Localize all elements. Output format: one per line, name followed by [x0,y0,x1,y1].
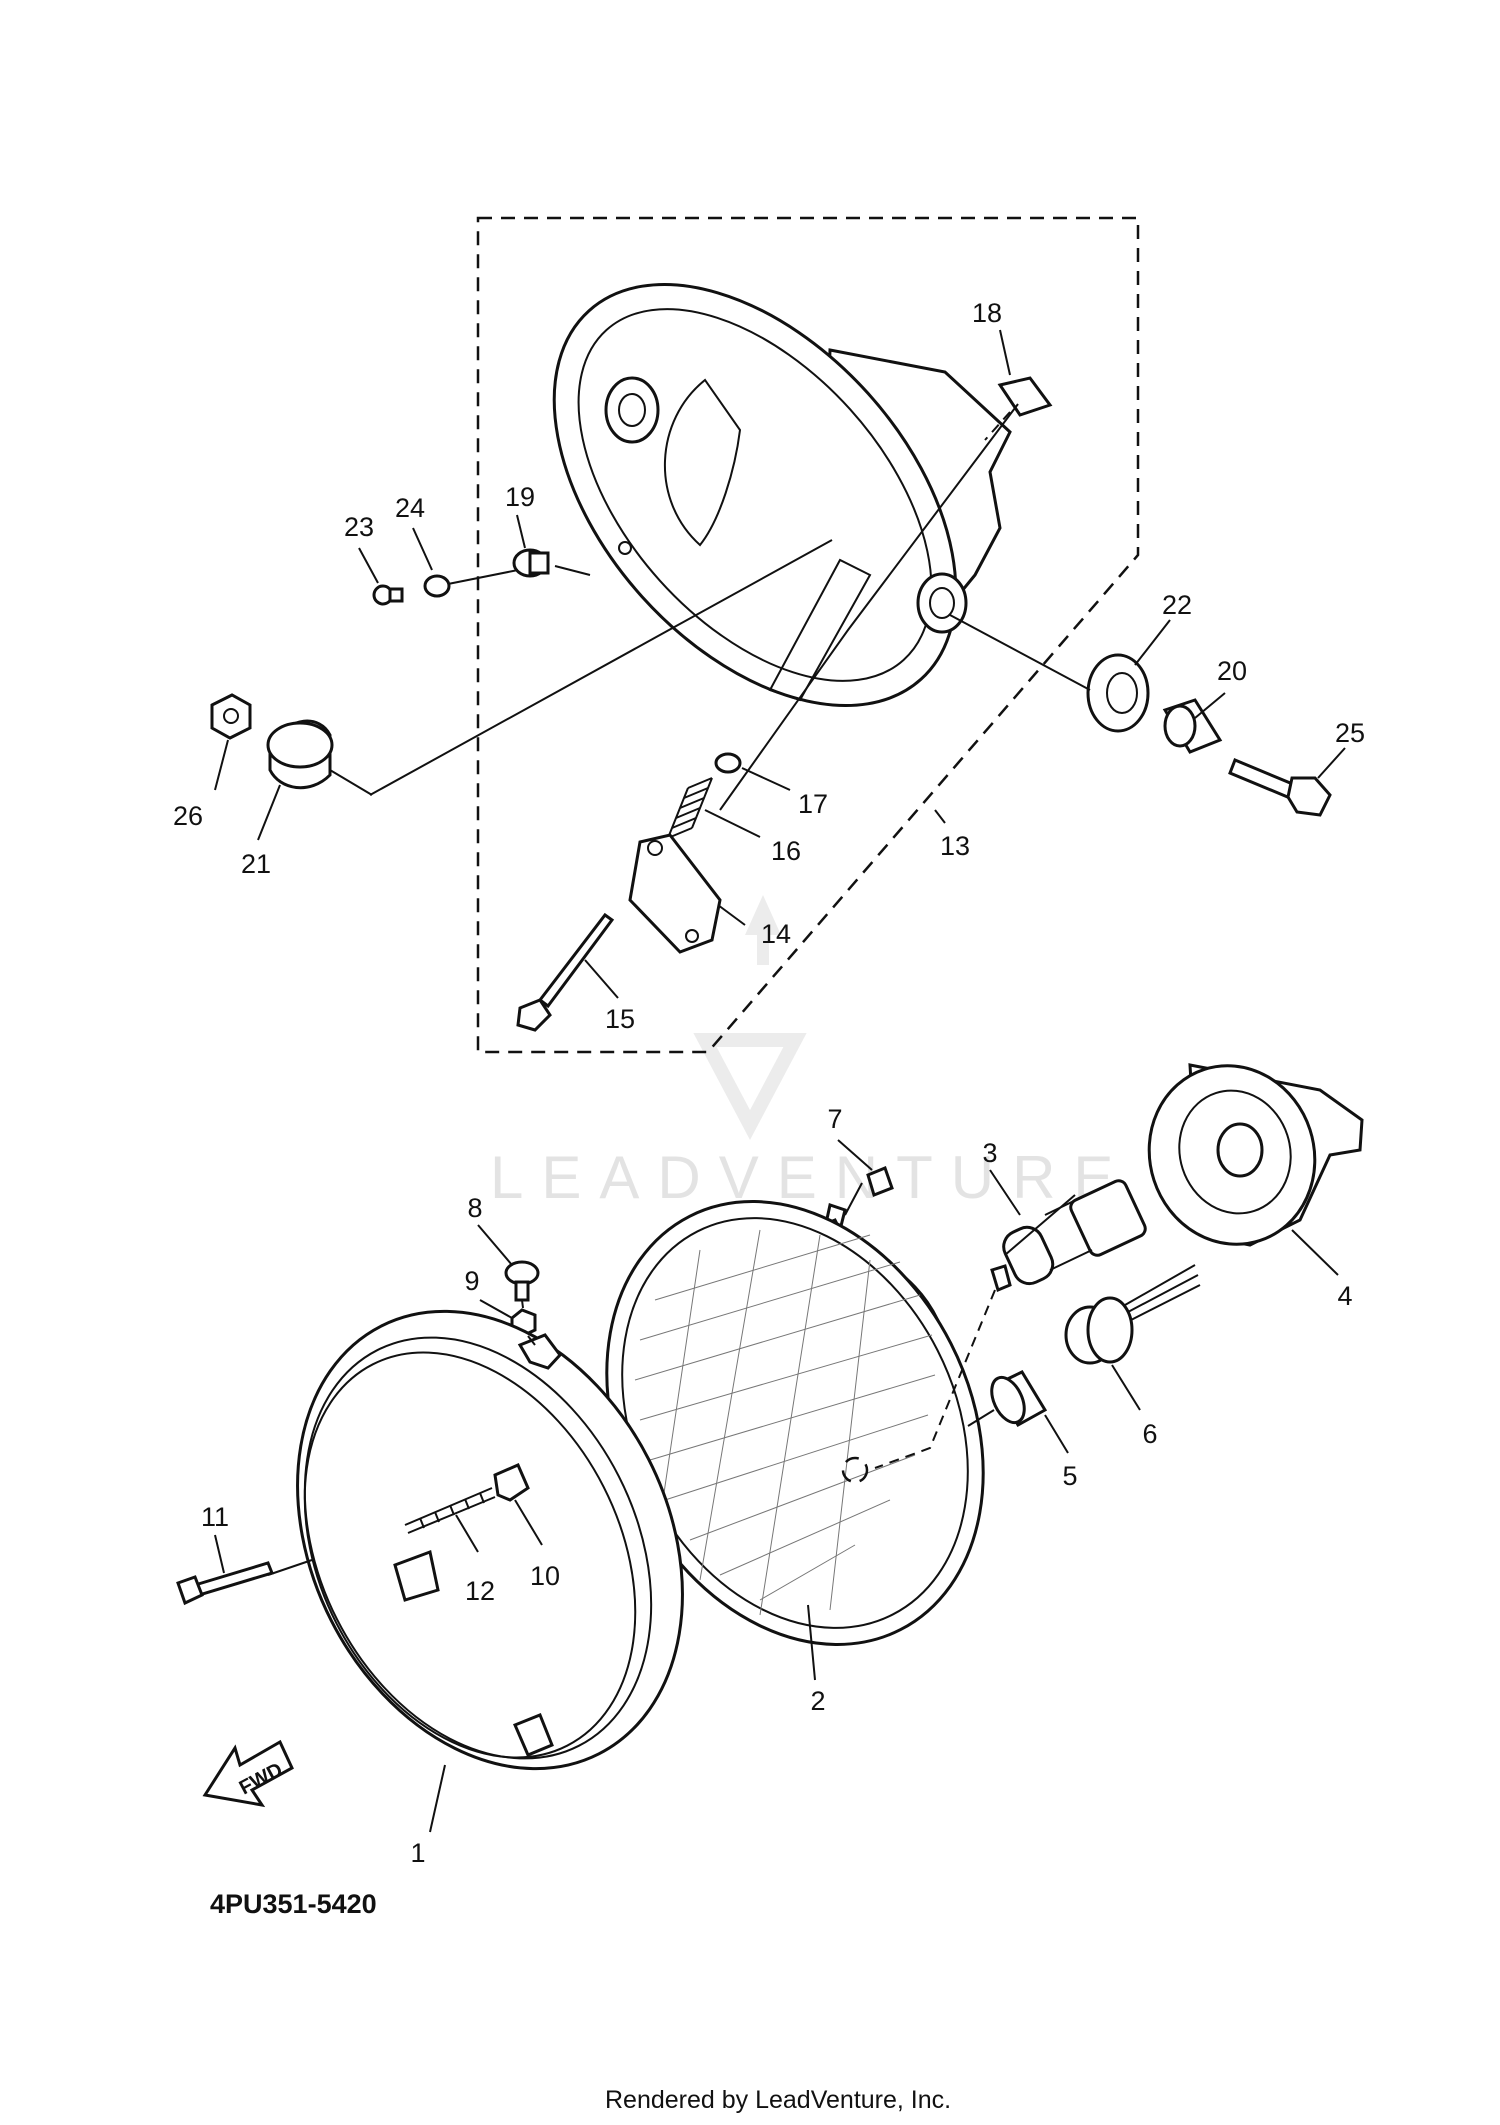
part-12-spring [404,1487,496,1534]
part-8-screw [504,1260,540,1302]
callout-labels: 1 2 3 4 5 6 7 8 9 10 11 12 13 14 15 16 1… [173,298,1365,1868]
diagram-code: 4PU351-5420 [210,1889,377,1919]
part-5-position-bulb [990,1370,1048,1428]
callout-7: 7 [827,1104,842,1134]
callout-11: 11 [201,1502,229,1532]
part-6-bulb-socket [1064,1264,1201,1365]
callout-4: 4 [1337,1281,1352,1311]
callout-9: 9 [464,1266,479,1296]
watermark-text: LEADVENTURE [490,1144,1131,1211]
callout-5: 5 [1062,1461,1077,1491]
part-19-grommet [512,548,550,578]
callout-2: 2 [810,1686,825,1716]
part-7-clip [866,1166,894,1197]
callout-leaders [214,329,1346,1833]
callout-17: 17 [798,789,828,819]
callout-14: 14 [761,919,791,949]
callout-12: 12 [465,1576,495,1606]
callout-18: 18 [972,298,1002,328]
part-1-headlight-rim [296,1309,684,1771]
callout-25: 25 [1335,718,1365,748]
callout-26: 26 [173,801,203,831]
part-21-collar [266,719,334,790]
callout-24: 24 [395,493,425,523]
part-16-spring [667,777,713,839]
leader-lines [267,403,1091,1576]
callout-10: 10 [530,1561,560,1591]
callout-6: 6 [1142,1419,1157,1449]
callout-15: 15 [605,1004,635,1034]
callout-19: 19 [505,482,535,512]
part-3-bulb [990,1179,1147,1293]
callout-13: 13 [940,831,970,861]
callout-3: 3 [982,1138,997,1168]
callout-23: 23 [344,512,374,542]
callout-22: 22 [1162,590,1192,620]
part-24-washer [423,574,451,598]
fwd-arrow: FWD [202,1739,294,1808]
callout-16: 16 [771,836,801,866]
part-22-washer [1086,653,1150,733]
part-10-clip [493,1463,530,1502]
part-17-washer [714,752,742,774]
part-25-bolt [1228,758,1332,817]
part-4-socket-cover [1147,1063,1364,1247]
headlight-housing [552,282,1012,708]
footer-rendered-by: Rendered by LeadVenture, Inc. [605,2086,951,2114]
callout-21: 21 [241,849,271,879]
part-14-bracket [628,833,722,954]
part-26-nut [210,693,252,740]
part-15-adjusting-screw [516,912,615,1032]
part-23-screw [372,584,404,606]
callout-20: 20 [1217,656,1247,686]
callout-8: 8 [467,1193,482,1223]
callout-1: 1 [410,1838,425,1868]
part-11-screw [176,1561,275,1606]
part-18-clip [997,376,1053,417]
part-20-collar [1162,698,1223,754]
